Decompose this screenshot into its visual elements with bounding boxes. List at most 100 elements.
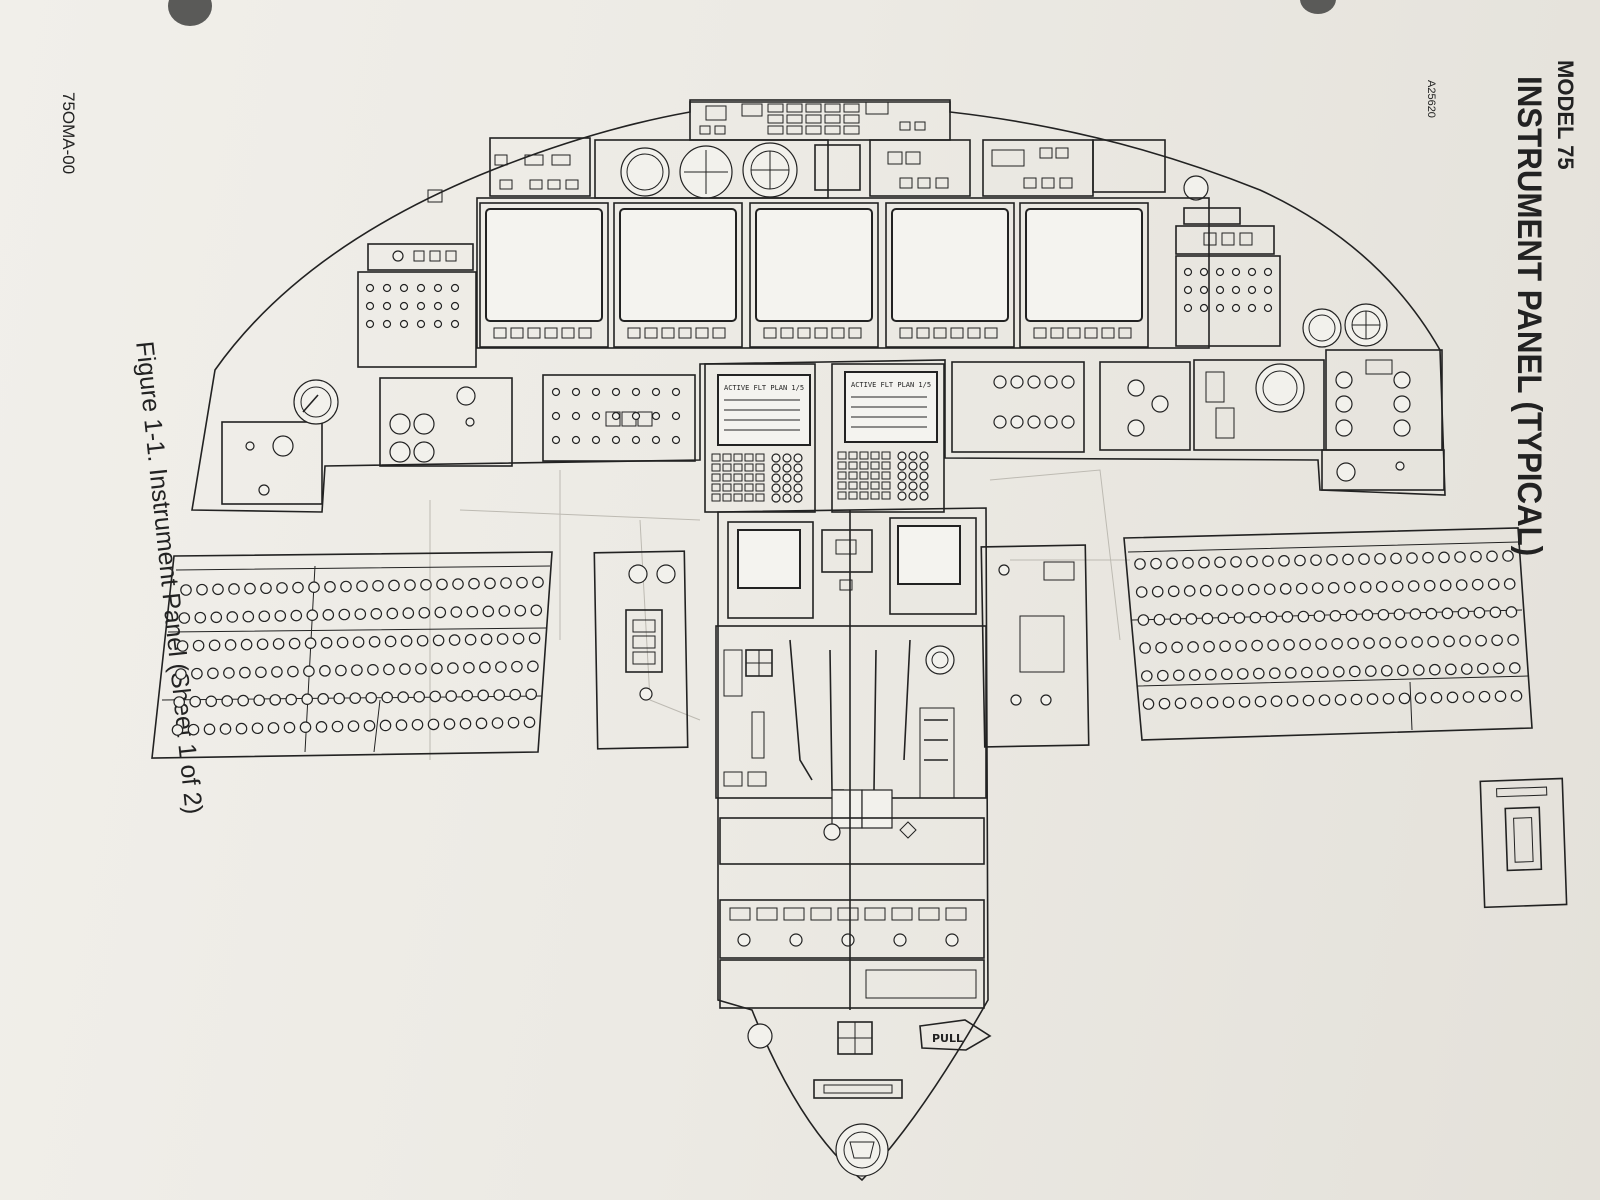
cdu-key — [744, 453, 754, 462]
annunciator-key — [824, 103, 841, 113]
circuit-breaker — [1137, 614, 1150, 626]
circuit-breaker — [452, 578, 464, 590]
circuit-breaker — [256, 638, 269, 651]
annunciator-key — [824, 125, 841, 135]
cdu-key — [919, 491, 929, 501]
circuit-breaker — [1139, 642, 1151, 654]
cdu-right: ACTIVE FLT PLAN 1/5 — [831, 363, 945, 513]
panel-knob — [611, 411, 621, 421]
circuit-breaker — [1510, 690, 1523, 702]
panel-knob — [1044, 415, 1058, 429]
circuit-breaker — [175, 668, 187, 680]
cdu-key — [722, 463, 732, 472]
circuit-breaker — [484, 577, 496, 590]
circuit-breaker — [1439, 579, 1452, 592]
circuit-breaker — [1471, 578, 1484, 591]
cdu-key — [881, 471, 891, 480]
circuit-breaker — [1249, 611, 1262, 624]
circuit-breaker — [436, 578, 448, 591]
annunciator-key — [805, 103, 822, 113]
cdu-key — [919, 471, 929, 481]
circuit-breaker — [1182, 557, 1194, 569]
panel-knob — [631, 435, 641, 445]
panel-knob — [651, 411, 661, 421]
cdu-left: ACTIVE FLT PLAN 1/5 — [704, 363, 816, 513]
circuit-breaker — [1267, 639, 1279, 651]
cdu-key — [881, 481, 891, 490]
circuit-breaker — [384, 635, 397, 648]
circuit-breaker — [1502, 550, 1514, 562]
circuit-breaker — [191, 667, 203, 680]
circuit-breaker — [1318, 694, 1331, 706]
pull-handle[interactable] — [919, 1019, 992, 1051]
cdu-key — [733, 453, 743, 462]
pedestal-knob — [945, 933, 959, 947]
circuit-breaker — [1454, 551, 1466, 563]
cdu-key — [722, 493, 732, 502]
circuit-breaker — [1150, 557, 1162, 570]
display-unit-button — [1118, 327, 1132, 339]
circuit-breaker — [320, 637, 333, 649]
circuit-breaker — [1457, 607, 1470, 619]
cdu-key — [722, 453, 732, 462]
circuit-breaker — [1342, 553, 1354, 566]
circuit-breaker — [1233, 612, 1246, 624]
panel-knob — [1231, 285, 1241, 295]
circuit-breaker — [1334, 693, 1347, 706]
panel-knob — [1247, 267, 1257, 277]
circuit-breaker — [402, 607, 415, 619]
panel-knob — [450, 319, 460, 329]
circuit-breaker — [196, 583, 208, 596]
circuit-breaker — [491, 717, 504, 729]
circuit-breaker — [1441, 607, 1454, 620]
circuit-breaker — [1358, 553, 1370, 565]
circuit-breaker — [1278, 555, 1290, 567]
cdu-key — [919, 481, 929, 491]
panel-knob — [416, 319, 426, 329]
circuit-breaker — [372, 579, 384, 592]
panel-knob — [433, 301, 443, 311]
circuit-breaker — [319, 665, 331, 677]
circuit-breaker — [171, 724, 184, 736]
circuit-breaker — [445, 690, 457, 702]
circuit-breaker — [1391, 580, 1404, 593]
circuit-breaker — [468, 577, 480, 590]
circuit-breaker — [388, 579, 400, 592]
circuit-breaker — [260, 582, 272, 595]
circuit-breaker — [1326, 553, 1338, 566]
panel-knob — [551, 387, 561, 397]
circuit-breaker — [287, 665, 299, 678]
circuit-breaker — [1425, 607, 1438, 620]
circuit-breaker — [271, 666, 283, 678]
circuit-breaker — [253, 694, 266, 707]
circuit-breaker — [1503, 578, 1516, 590]
circuit-breaker — [340, 580, 352, 593]
panel-knob — [450, 301, 460, 311]
circuit-breaker — [363, 719, 376, 732]
circuit-breaker — [1310, 554, 1322, 566]
pedestal-knob — [841, 933, 855, 947]
circuit-breaker — [192, 639, 205, 652]
panel-knob — [591, 411, 601, 421]
circuit-breaker — [1199, 584, 1212, 597]
pedestal-knob — [893, 933, 907, 947]
circuit-breaker — [208, 639, 221, 652]
circuit-breaker — [347, 720, 360, 732]
circuit-breaker — [432, 634, 445, 647]
panel-knob — [1263, 285, 1273, 295]
display-unit-button — [644, 327, 658, 339]
circuit-breaker — [1214, 556, 1226, 569]
display-unit-button — [1067, 327, 1081, 339]
display-unit-button — [797, 327, 811, 339]
pedestal-button — [729, 907, 751, 921]
binder-hole-right — [1300, 0, 1336, 14]
circuit-breaker — [283, 721, 296, 734]
center-pedestal: PULL — [715, 507, 992, 1182]
circuit-breaker — [272, 638, 285, 650]
circuit-breaker — [1438, 551, 1450, 564]
circuit-breaker — [495, 661, 507, 673]
cdu-key — [771, 453, 781, 463]
cdu-key — [744, 483, 754, 492]
pedestal-button — [756, 907, 778, 921]
display-unit-button — [848, 327, 862, 339]
